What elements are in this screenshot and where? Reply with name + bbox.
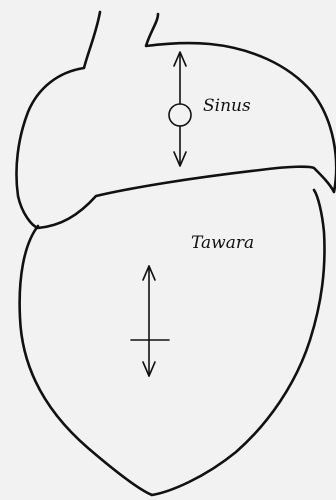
ventricle-outline — [20, 190, 325, 495]
atrium-outline — [16, 12, 336, 228]
sinus-marker — [169, 52, 191, 166]
tawara-label: Tawara — [191, 233, 254, 253]
sinus-node-circle — [169, 104, 191, 126]
tawara-marker — [131, 266, 169, 376]
sinus-label: Sinus — [203, 96, 251, 116]
